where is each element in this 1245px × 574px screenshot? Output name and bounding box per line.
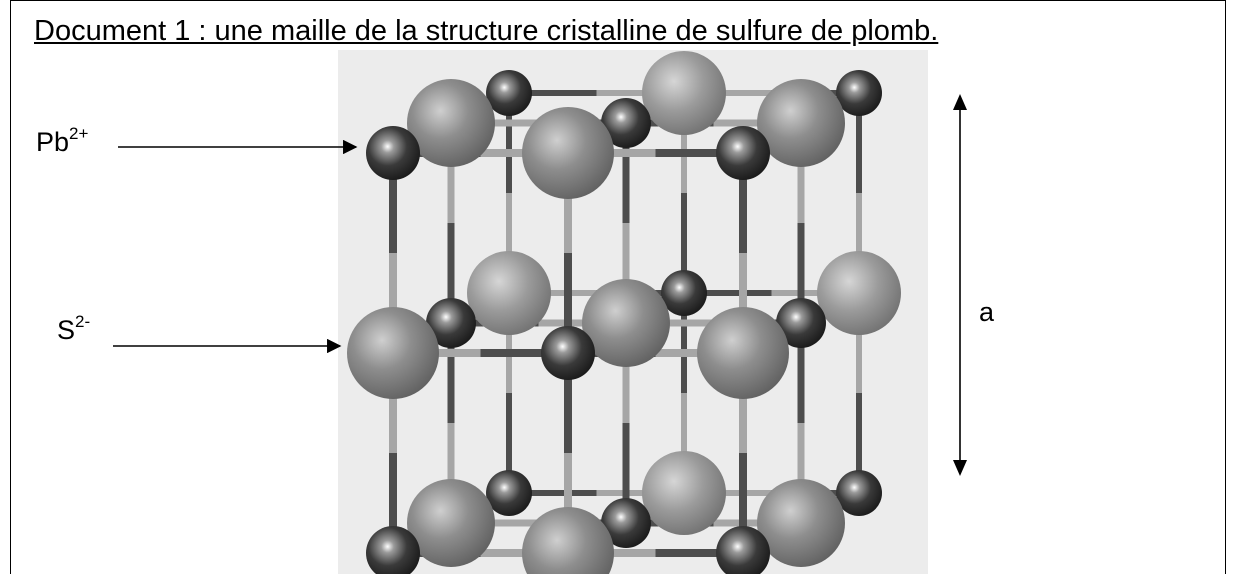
sulfide-ion-sphere (757, 479, 845, 567)
sulfide-ion-sphere (522, 107, 614, 199)
label-lead-charge: 2+ (69, 124, 89, 143)
label-sulfide-symbol: S (57, 315, 76, 345)
lead-ion-sphere (716, 526, 770, 574)
label-dimension-a: a (979, 297, 995, 327)
lead-ion-sphere (366, 526, 420, 574)
sulfide-ion-sphere (757, 79, 845, 167)
lead-ion-sphere (486, 70, 532, 116)
sulfide-ion-sphere (697, 307, 789, 399)
sulfide-ion-sphere (582, 279, 670, 367)
sphere-layer (347, 51, 901, 574)
sulfide-ion-sphere (467, 251, 551, 335)
lead-ion-sphere (776, 298, 826, 348)
sulfide-ion-sphere (642, 51, 726, 135)
lead-ion-sphere (426, 298, 476, 348)
document-title: Document 1 : une maille de la structure … (34, 15, 939, 47)
label-lead-ion: Pb2+ (36, 124, 89, 158)
lead-ion-sphere (716, 126, 770, 180)
frame-left-border (10, 0, 11, 574)
lead-ion-sphere (366, 126, 420, 180)
label-sulfide-ion: S2- (57, 312, 91, 346)
dimension-a-arrow-bottom (953, 460, 967, 476)
sulfide-ion-sphere (817, 251, 901, 335)
sulfide-ion-sphere (407, 79, 495, 167)
dimension-a-arrow-top (953, 94, 967, 110)
lead-ion-sphere (836, 470, 882, 516)
lead-ion-sphere (486, 470, 532, 516)
label-sulfide-charge: 2- (75, 312, 91, 331)
label-lead-symbol: Pb (36, 127, 70, 157)
frame-top-border (10, 0, 1226, 1)
lead-ion-sphere (541, 326, 595, 380)
lead-ion-sphere (601, 498, 651, 548)
lead-ion-sphere (601, 98, 651, 148)
sulfide-ion-sphere (407, 479, 495, 567)
sulfide-ion-sphere (347, 307, 439, 399)
sulfide-ion-sphere (522, 507, 614, 574)
sulfide-ion-sphere (642, 451, 726, 535)
frame-right-border (1225, 0, 1226, 574)
lead-ion-sphere (661, 270, 707, 316)
lead-ion-sphere (836, 70, 882, 116)
